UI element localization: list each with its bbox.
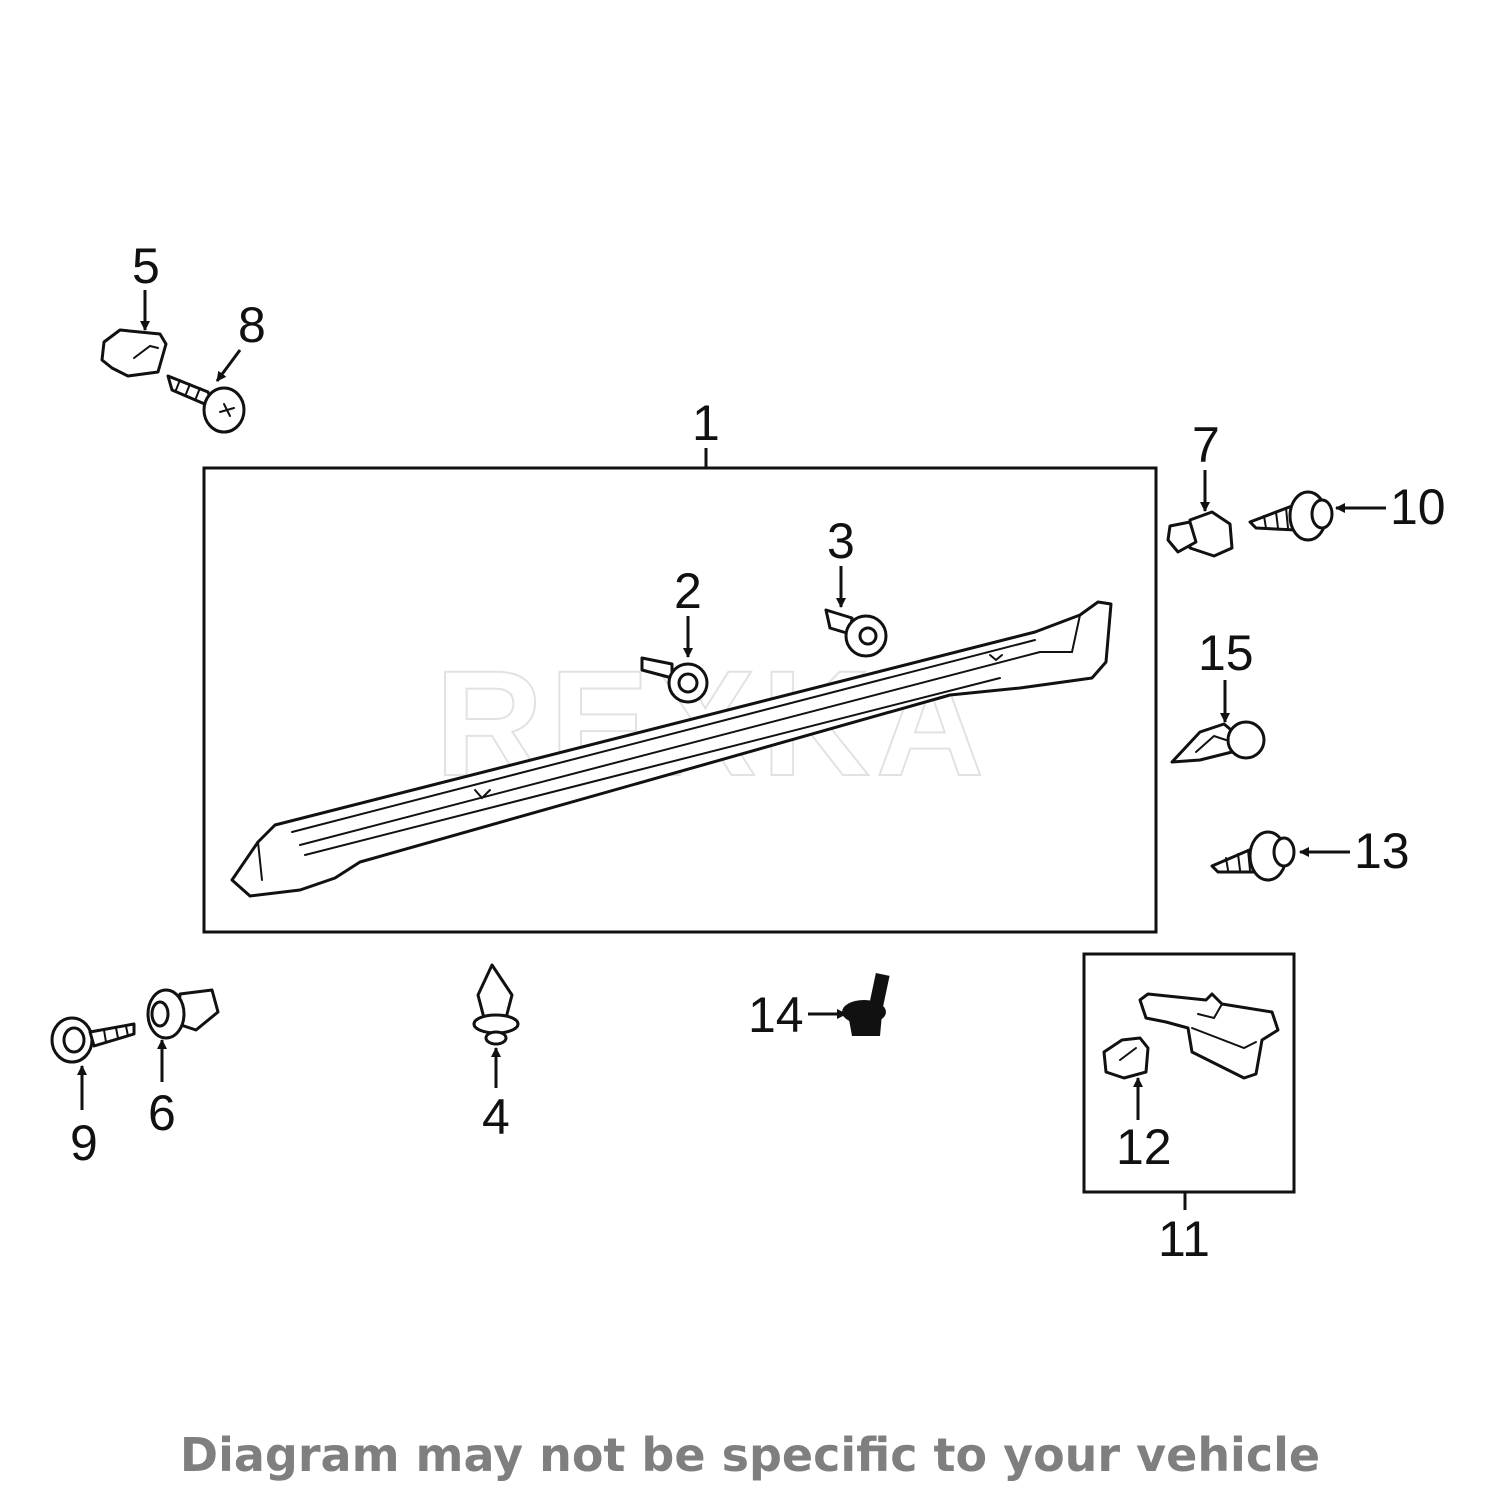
- clip-part-3[interactable]: [824, 608, 888, 658]
- nut-clip-part-12[interactable]: [1102, 1036, 1150, 1080]
- bracket-part-11[interactable]: [1138, 992, 1280, 1080]
- callout-4: 4: [482, 1089, 510, 1145]
- push-clip-part-4[interactable]: [472, 963, 520, 1046]
- clip-part-7[interactable]: [1166, 510, 1234, 558]
- callout-15: 15: [1198, 625, 1254, 681]
- callout-8: 8: [238, 297, 266, 353]
- screw-part-13[interactable]: [1210, 830, 1296, 882]
- bolt-part-14[interactable]: [842, 972, 890, 1036]
- screw-part-8[interactable]: [166, 374, 246, 434]
- callout-14: 14: [748, 987, 804, 1043]
- callout-6: 6: [148, 1085, 176, 1141]
- clip-part-2[interactable]: [640, 656, 709, 704]
- rocker-molding[interactable]: [230, 600, 1113, 898]
- callout-2: 2: [674, 563, 702, 619]
- callout-10: 10: [1390, 479, 1446, 535]
- callout-3: 3: [827, 513, 855, 569]
- callout-7: 7: [1192, 417, 1220, 473]
- nut-clip-part-5[interactable]: [100, 328, 168, 378]
- clip-part-15[interactable]: [1170, 720, 1266, 764]
- callout-1: 1: [692, 395, 720, 451]
- retainer-clip-part-6[interactable]: [146, 988, 220, 1040]
- disclaimer-text: Diagram may not be specific to your vehi…: [179, 1428, 1321, 1482]
- screw-part-10[interactable]: [1248, 490, 1334, 542]
- leader-8: [215, 349, 242, 382]
- callout-9: 9: [70, 1115, 98, 1171]
- screw-part-9[interactable]: [50, 1016, 136, 1064]
- callout-12: 12: [1116, 1119, 1172, 1175]
- callout-11: 11: [1158, 1211, 1210, 1267]
- callout-13: 13: [1354, 823, 1410, 879]
- callout-5: 5: [132, 238, 160, 294]
